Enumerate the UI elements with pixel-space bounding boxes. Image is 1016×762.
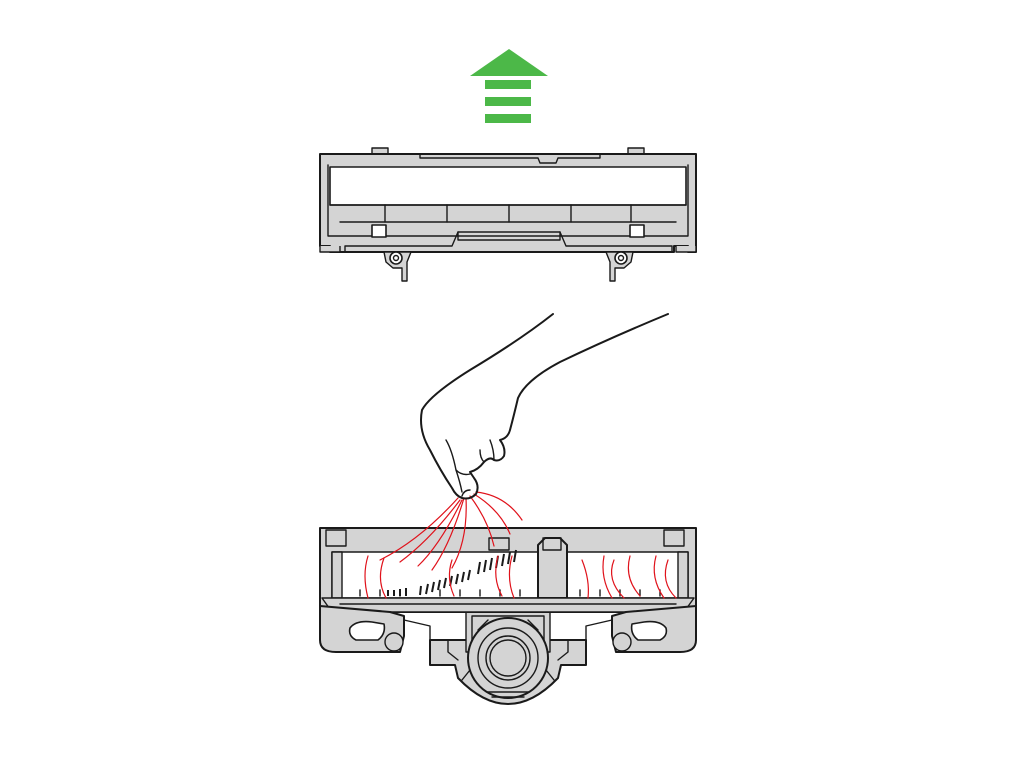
arrow-up-icon [470,49,548,123]
cleaner-head [319,527,697,705]
arrow-bar-2 [485,97,531,106]
head-inlet [461,617,555,699]
brush-bar-coil [387,549,517,596]
cover-latch-left [383,251,412,282]
arrow-bar-3 [485,114,531,123]
brush-bar-cover [319,147,697,282]
arrow-head [470,49,548,76]
hand [420,313,669,500]
cover-window [329,166,687,206]
tangled-hair [364,491,677,599]
cover-latch-right [605,251,634,282]
arrow-bar-1 [485,80,531,89]
